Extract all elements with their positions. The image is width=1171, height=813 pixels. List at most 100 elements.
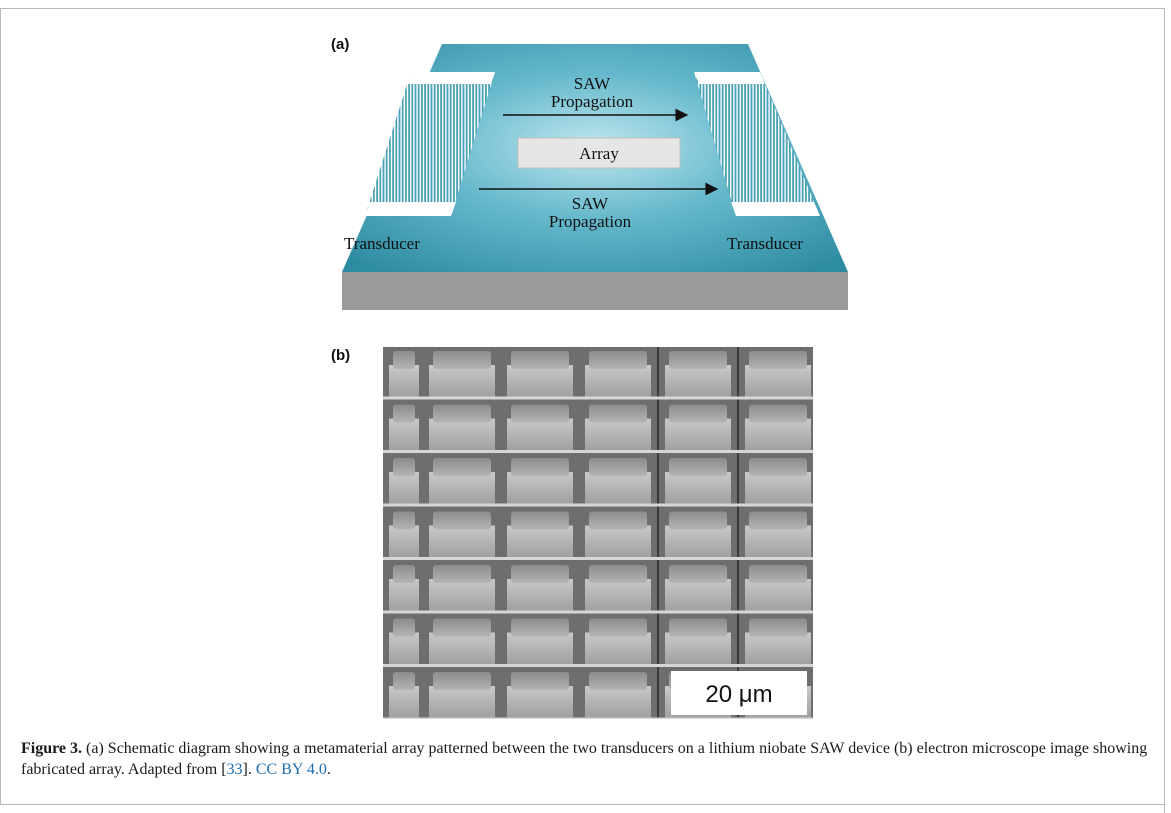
sem-pillar-top <box>589 672 647 690</box>
right-transducer <box>694 72 820 216</box>
sem-ridge <box>383 450 813 453</box>
sem-pillar-top <box>433 458 491 476</box>
sem-pillar-top <box>669 511 727 530</box>
sem-pillar-top <box>511 458 569 476</box>
sem-pillar-face <box>429 579 495 613</box>
sem-pillar-top <box>511 672 569 690</box>
saw-bottom-line1: SAW <box>572 194 609 213</box>
scale-bar-label: 20 μm <box>705 681 772 708</box>
sem-pillar-face <box>429 632 495 666</box>
sem-pillar-face <box>507 472 573 506</box>
right-transducer-label: Transducer <box>727 234 803 253</box>
sem-ridge <box>383 610 813 614</box>
sem-pillar-top <box>433 672 491 690</box>
scale-bar: 20 μm <box>671 671 807 715</box>
sem-pillar-face <box>745 418 811 452</box>
frame-left-rule <box>0 8 1 805</box>
sem-pillar-face <box>585 632 651 666</box>
frame-right-rule <box>1164 8 1165 813</box>
saw-top-line1: SAW <box>574 74 611 93</box>
sem-pillar-face <box>429 365 495 399</box>
sem-pillar-face <box>389 686 419 719</box>
frame-top-rule <box>0 8 1165 9</box>
sem-pillar-top <box>589 351 647 369</box>
sem-pillar-top <box>393 511 415 530</box>
sem-pillar-face <box>389 418 419 452</box>
sem-pillar-face <box>585 472 651 506</box>
sem-pillar-face <box>745 472 811 506</box>
substrate-side <box>342 272 848 310</box>
sem-pillar-face <box>389 472 419 506</box>
figure-label: Figure 3. <box>21 740 83 757</box>
sem-pillar-top <box>433 351 491 369</box>
array-box <box>517 137 681 169</box>
sem-pillar-top <box>393 618 415 637</box>
sem-pillar-top <box>589 458 647 476</box>
caption-text-part2: ]. <box>242 761 256 778</box>
sem-pillar-top <box>511 404 569 423</box>
sem-pillar-face <box>507 365 573 399</box>
sem-pillar-top <box>511 351 569 369</box>
sem-pillar-face <box>665 472 731 506</box>
saw-bottom-line2: Propagation <box>549 212 632 231</box>
sem-pillar-top <box>589 618 647 637</box>
frame-tick <box>1164 802 1165 813</box>
sem-pillar-face <box>665 365 731 399</box>
sem-pillar-top <box>669 458 727 476</box>
sem-pillar-top <box>433 404 491 423</box>
sem-pillar-face <box>389 525 419 559</box>
sem-pillar-top <box>393 458 415 476</box>
sem-pillar-top <box>511 511 569 530</box>
sem-pillar-top <box>749 404 807 423</box>
sem-pillar-face <box>507 632 573 666</box>
reference-link[interactable]: 33 <box>226 761 243 778</box>
sem-pillar-face <box>585 686 651 719</box>
sem-pillar-face <box>389 365 419 399</box>
sem-pillar-face <box>389 579 419 613</box>
sem-pillar-face <box>585 418 651 452</box>
figure-caption: Figure 3. (a) Schematic diagram showing … <box>21 738 1151 780</box>
saw-device-schematic: Array SAW Propagation SAW Propagation Tr… <box>342 44 848 310</box>
frame-bottom-rule <box>0 804 1165 805</box>
sem-pillar-top <box>433 511 491 530</box>
sem-pillar-top <box>749 618 807 637</box>
sem-pillar-face <box>665 418 731 452</box>
sem-ridge <box>383 503 813 507</box>
sem-pillar-face <box>665 579 731 613</box>
sem-pillar-top <box>393 351 415 369</box>
sem-pillar-face <box>507 418 573 452</box>
sem-pillar-top <box>511 618 569 637</box>
sem-pillar-face <box>665 632 731 666</box>
sem-pillar-face <box>507 686 573 719</box>
sem-pillar-face <box>429 686 495 719</box>
left-transducer <box>365 72 495 216</box>
sem-ridge <box>383 396 813 400</box>
left-transducer-label: Transducer <box>344 234 420 253</box>
sem-pillar-top <box>589 511 647 530</box>
sem-pillar-face <box>507 579 573 613</box>
sem-pillar-top <box>669 565 727 583</box>
sem-ridge <box>383 717 813 719</box>
sem-pillar-face <box>429 472 495 506</box>
sem-pillar-face <box>389 632 419 666</box>
sem-pillar-top <box>433 565 491 583</box>
sem-image: 20 μm <box>383 347 813 719</box>
sem-pillar-top <box>749 565 807 583</box>
panel-b-label: (b) <box>331 347 351 364</box>
sem-pillar-top <box>433 618 491 637</box>
sem-pillar-face <box>745 525 811 559</box>
sem-pillar-top <box>393 565 415 583</box>
sem-pillar-grid <box>383 347 813 719</box>
panel-a-label: (a) <box>331 36 350 53</box>
sem-pillar-top <box>393 404 415 423</box>
sem-pillar-top <box>669 351 727 369</box>
sem-pillar-top <box>393 672 415 690</box>
saw-top-line2: Propagation <box>551 92 634 111</box>
sem-pillar-face <box>507 525 573 559</box>
sem-pillar-face <box>745 365 811 399</box>
sem-pillar-face <box>745 632 811 666</box>
array-label: Array <box>579 144 619 163</box>
license-link[interactable]: CC BY 4.0 <box>255 761 327 778</box>
sem-pillar-face <box>429 525 495 559</box>
